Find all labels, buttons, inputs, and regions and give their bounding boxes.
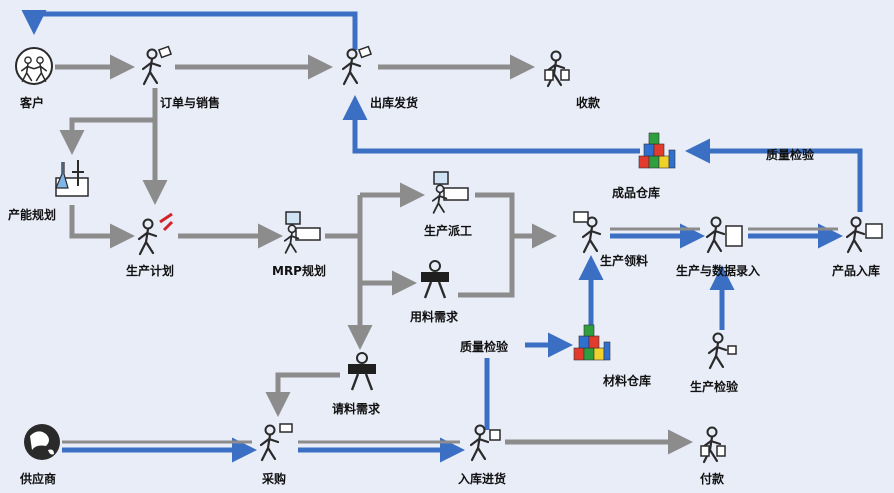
worker-with-box-icon [845,216,883,254]
arrow-finished-to-ship [342,95,640,154]
person-with-phone-icon [259,423,293,462]
worker-carrying-icon [573,211,602,254]
blue-flow-lines [21,10,863,463]
label-payment: 付款 [700,472,725,486]
arrow-demand-to-pick [458,236,515,298]
handshake-icon [15,47,53,85]
person-with-bags-icon [544,50,570,88]
label-product-stockin: 产品入库 [832,264,881,278]
label-mrp-plan: MRP规划 [272,264,326,278]
person-holding-sign-icon [348,352,376,391]
arrow-ship-to-customer [21,10,358,50]
label-purchase-request: 请料需求 [332,402,381,416]
running-person-icon [341,45,373,86]
label-finished-warehouse: 成品仓库 [612,186,661,200]
person-with-bags-icon [700,426,726,464]
running-person-icon [141,45,173,86]
computer-desk-icon [431,171,469,214]
arrow-stockin-to-finished [685,138,863,212]
arrow-order-to-capacity [59,117,155,155]
label-material-demand: 用料需求 [410,310,459,324]
label-purchase: 采购 [262,472,287,486]
label-collect: 收款 [576,96,601,110]
label-ship-out: 出库发货 [370,96,419,110]
arrow-dispatch-to-pick [475,192,557,249]
label-order-sales: 订单与销售 [160,96,221,110]
label-qc-finished: 质量检验 [766,148,815,162]
person-holding-sign-icon [421,260,449,299]
computer-desk-icon [283,211,321,254]
label-dispatch: 生产派工 [424,224,473,238]
lab-flask-icon [55,160,89,197]
stacked-boxes-icon [638,132,676,169]
stacked-boxes-icon [573,324,611,361]
worker-with-flag-icon [137,212,174,256]
globe-icon [24,424,60,460]
arrow-capacity-to-plan [69,205,135,249]
label-customer: 客户 [20,96,45,110]
label-production-plan: 生产计划 [126,264,175,278]
arrow-mrp-to-dispatch [357,195,420,290]
worker-at-machine-icon [705,216,743,254]
label-supplier: 供应商 [20,472,57,486]
label-material-pick: 生产领料 [600,254,649,268]
label-qc-incoming: 质量检验 [460,340,509,354]
arrow-request-to-purchase [265,372,340,417]
label-prod-inspect: 生产检验 [690,380,739,394]
gray-flow-lines [55,54,693,455]
inspector-icon [707,332,737,370]
worker-with-cart-icon [469,424,501,462]
label-material-warehouse: 材料仓库 [603,374,652,388]
label-capacity-plan: 产能规划 [8,208,57,222]
label-receiving: 入库进货 [458,472,507,486]
label-prod-data-entry: 生产与数据录入 [676,264,761,278]
